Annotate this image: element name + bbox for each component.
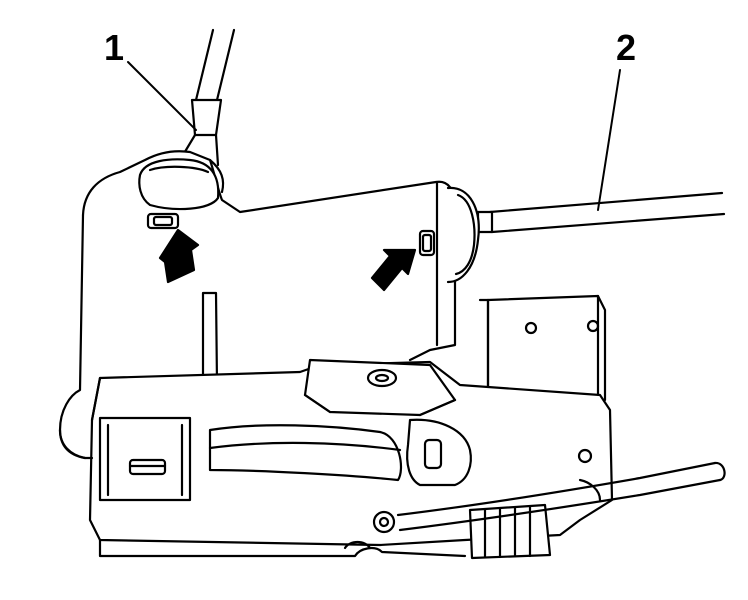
callout-label-2: 2 [616, 27, 637, 68]
leader-line-2 [597, 69, 621, 211]
control-rod [372, 461, 726, 534]
lock-mechanism-body [88, 358, 614, 560]
arrow-right-clip-icon [370, 248, 417, 292]
retaining-clip-left [146, 212, 180, 230]
leader-line-1 [127, 61, 197, 131]
callout-label-1: 1 [104, 27, 125, 68]
mounting-tab [58, 428, 94, 460]
cable-2 [476, 191, 726, 234]
actuator-housing [58, 150, 480, 460]
right-block [478, 294, 607, 407]
retaining-clip-right [418, 229, 436, 257]
arrow-left-clip-icon [158, 228, 200, 284]
